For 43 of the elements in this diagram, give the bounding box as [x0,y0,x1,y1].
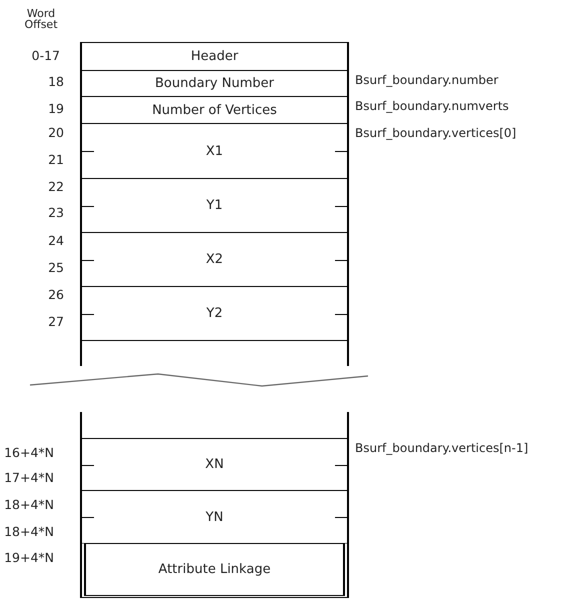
memory-row [80,123,349,178]
field-name: Y1 [206,198,223,213]
struct-member-label: Bsurf_boundary.vertices[0] [355,126,516,140]
empty-memory-row [80,340,349,366]
memory-row [80,232,349,286]
struct-member-label: Bsurf_boundary.numverts [355,99,509,113]
field-name: Boundary Number [155,76,274,91]
field-name: X2 [206,252,224,267]
field-name: YN [206,510,224,524]
word-offset: 21 [47,152,64,167]
word-offset: 19 [47,101,64,116]
struct-member-label: Bsurf_boundary.vertices[n-1] [355,441,528,455]
field-name: Y2 [206,306,223,321]
word-offset: 0-17 [30,48,60,63]
memory-row [80,96,349,123]
memory-row [80,490,349,543]
word-offset: 18+4*N [4,524,54,539]
word-offset: 25 [47,260,64,275]
field-name: XN [205,457,224,472]
memory-row [80,438,349,490]
word-offset: 22 [47,179,64,194]
word-offset: 17+4*N [4,470,54,485]
word-offset: 18 [47,74,64,89]
word-offset: 23 [47,205,64,220]
memory-row [80,178,349,232]
word-offset: 16+4*N [4,445,54,460]
field-name: Header [190,49,238,64]
memory-row [80,543,349,598]
field-name: Number of Vertices [152,102,277,118]
field-name: X1 [206,144,224,158]
word-offset: 20 [47,125,64,140]
memory-row [80,42,349,70]
struct-member-label: Bsurf_boundary.number [355,73,498,87]
field-name: Attribute Linkage [158,562,271,577]
word-offset: 24 [47,233,64,248]
word-offset: 27 [47,314,64,329]
column-heading: Word Offset [23,8,59,30]
word-offset: 18+4*N [4,497,54,512]
word-offset: 26 [47,287,64,302]
word-offset: 19+4*N [4,550,54,565]
empty-memory-row [80,412,349,438]
memory-row [80,286,349,340]
memory-row [80,70,349,96]
